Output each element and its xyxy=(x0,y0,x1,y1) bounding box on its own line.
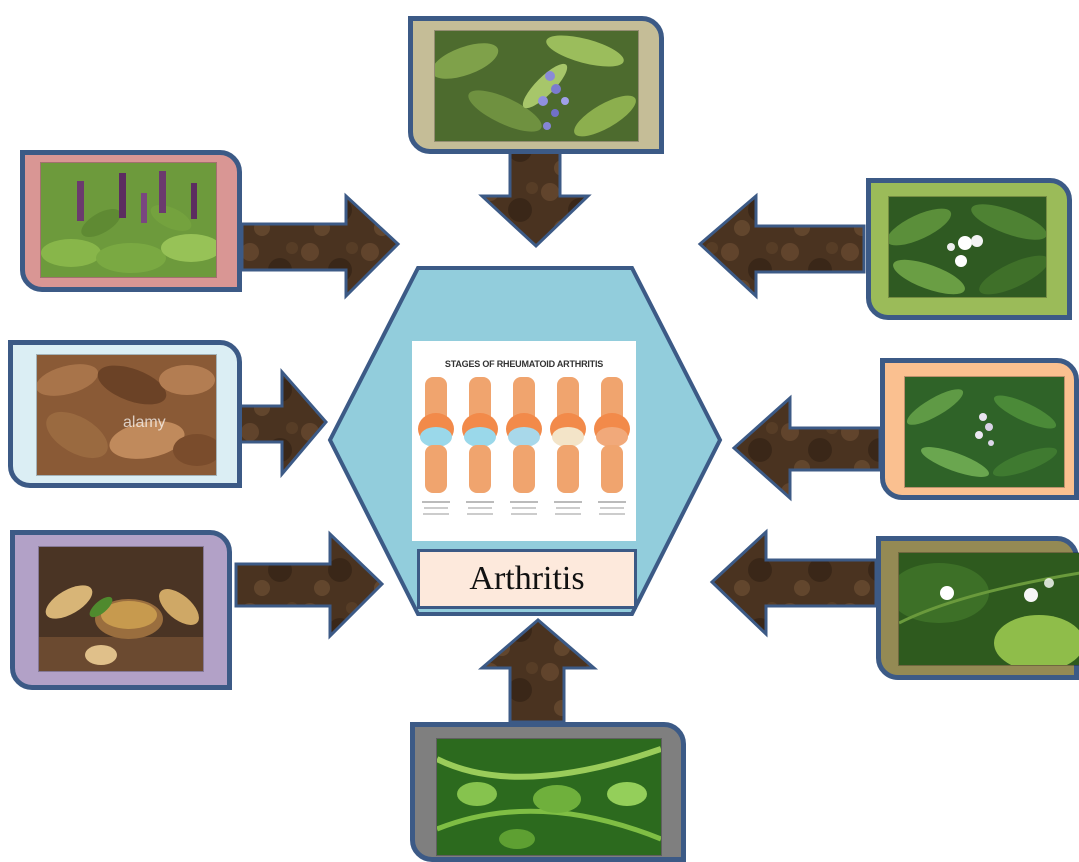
arrow-lower-right xyxy=(712,532,876,634)
knee-stage-5 xyxy=(594,377,630,515)
knee-stage-2 xyxy=(462,377,498,515)
arrow-top xyxy=(482,152,588,246)
knee-stage-4 xyxy=(550,377,586,515)
arrow-middle-right xyxy=(734,398,880,498)
herb-photo-middle-right xyxy=(904,376,1065,488)
knee-stage-1 xyxy=(418,377,454,515)
arthritis-stages-figure: STAGES OF RHEUMATOID ARTHRITIS xyxy=(412,341,636,541)
herb-photo-bottom xyxy=(436,738,662,856)
knee-joint-stages-illustration xyxy=(412,341,636,541)
herb-photo-upper-right xyxy=(888,196,1047,298)
arrow-lower-left xyxy=(236,534,382,636)
herb-photo-middle-left: alamy xyxy=(36,354,217,476)
arrow-middle-left xyxy=(240,372,326,474)
knee-stage-3 xyxy=(506,377,542,515)
herb-photo-lower-left xyxy=(38,546,204,672)
herb-photo-lower-right xyxy=(898,552,1079,666)
alamy-watermark: alamy xyxy=(123,414,166,431)
herb-photo-upper-left xyxy=(40,162,217,278)
arrow-bottom xyxy=(482,620,594,722)
arrow-upper-right xyxy=(700,196,864,296)
herb-photo-top xyxy=(434,30,639,142)
arrow-upper-left xyxy=(242,196,398,296)
arthritis-label: Arthritis xyxy=(417,549,637,609)
